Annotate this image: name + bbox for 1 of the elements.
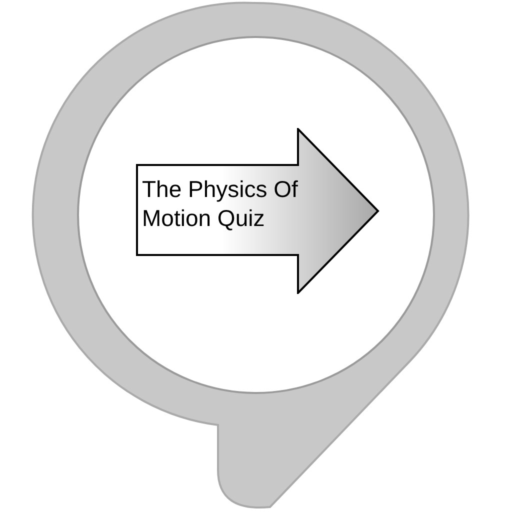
arrow-label: The Physics Of Motion Quiz [142, 175, 299, 233]
